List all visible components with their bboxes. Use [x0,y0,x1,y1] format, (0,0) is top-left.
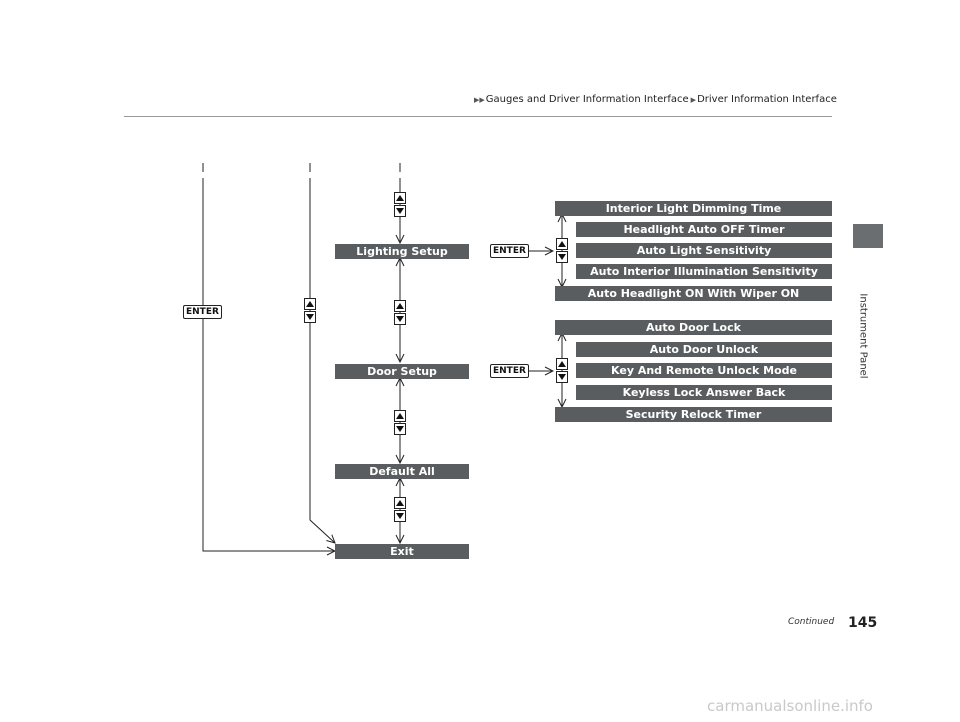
up-arrow-icon [304,298,316,310]
menu-exit[interactable]: Exit [335,544,469,559]
down-arrow-icon [394,205,406,217]
up-arrow-icon [556,358,568,370]
up-down-control-icon [394,497,406,523]
up-arrow-icon [556,238,568,250]
up-down-control-icon [394,192,406,218]
down-arrow-icon [394,313,406,325]
up-arrow-icon [394,497,406,509]
up-down-control-icon [394,300,406,326]
door-item-key-and-remote-unlock-mode[interactable]: Key And Remote Unlock Mode [576,363,832,378]
breadcrumb: ▶▶ Gauges and Driver Information Interfa… [474,94,837,105]
watermark: carmanualsonline.info [707,697,873,715]
up-down-control-icon [556,238,568,264]
up-down-control-icon [394,410,406,436]
door-item-keyless-lock-answer-back[interactable]: Keyless Lock Answer Back [576,385,832,400]
breadcrumb-part-1[interactable]: Gauges and Driver Information Interface [485,94,689,105]
continued-label: Continued [788,617,835,627]
door-item-auto-door-lock[interactable]: Auto Door Lock [555,320,832,335]
page-number: 145 [848,615,878,631]
breadcrumb-separator-icon: ▶ [690,95,697,104]
breadcrumb-part-2[interactable]: Driver Information Interface [697,94,837,105]
breadcrumb-arrow-icon: ▶▶ [474,95,485,104]
enter-button-icon: ENTER [183,305,222,319]
up-arrow-icon [394,192,406,204]
up-arrow-icon [394,410,406,422]
up-down-control-icon [304,298,316,324]
lighting-item-auto-headlight-on-with-wiper-on[interactable]: Auto Headlight ON With Wiper ON [555,286,832,301]
header-divider [124,116,832,117]
door-item-auto-door-unlock[interactable]: Auto Door Unlock [576,342,832,357]
door-item-security-relock-timer[interactable]: Security Relock Timer [555,407,832,422]
menu-door-setup[interactable]: Door Setup [335,364,469,379]
section-tab [853,224,883,248]
enter-button-icon: ENTER [490,244,529,258]
lighting-item-auto-interior-illumination-sensitivity[interactable]: Auto Interior Illumination Sensitivity [576,264,832,279]
down-arrow-icon [556,371,568,383]
down-arrow-icon [394,510,406,522]
menu-lighting-setup[interactable]: Lighting Setup [335,244,469,259]
up-down-control-icon [556,358,568,384]
lighting-item-auto-light-sensitivity[interactable]: Auto Light Sensitivity [576,243,832,258]
up-arrow-icon [394,300,406,312]
down-arrow-icon [304,311,316,323]
lighting-item-headlight-auto-off-timer[interactable]: Headlight Auto OFF Timer [576,222,832,237]
menu-default-all[interactable]: Default All [335,464,469,479]
lighting-item-interior-light-dimming-time[interactable]: Interior Light Dimming Time [555,201,832,216]
down-arrow-icon [556,251,568,263]
enter-button-icon: ENTER [490,364,529,378]
down-arrow-icon [394,423,406,435]
